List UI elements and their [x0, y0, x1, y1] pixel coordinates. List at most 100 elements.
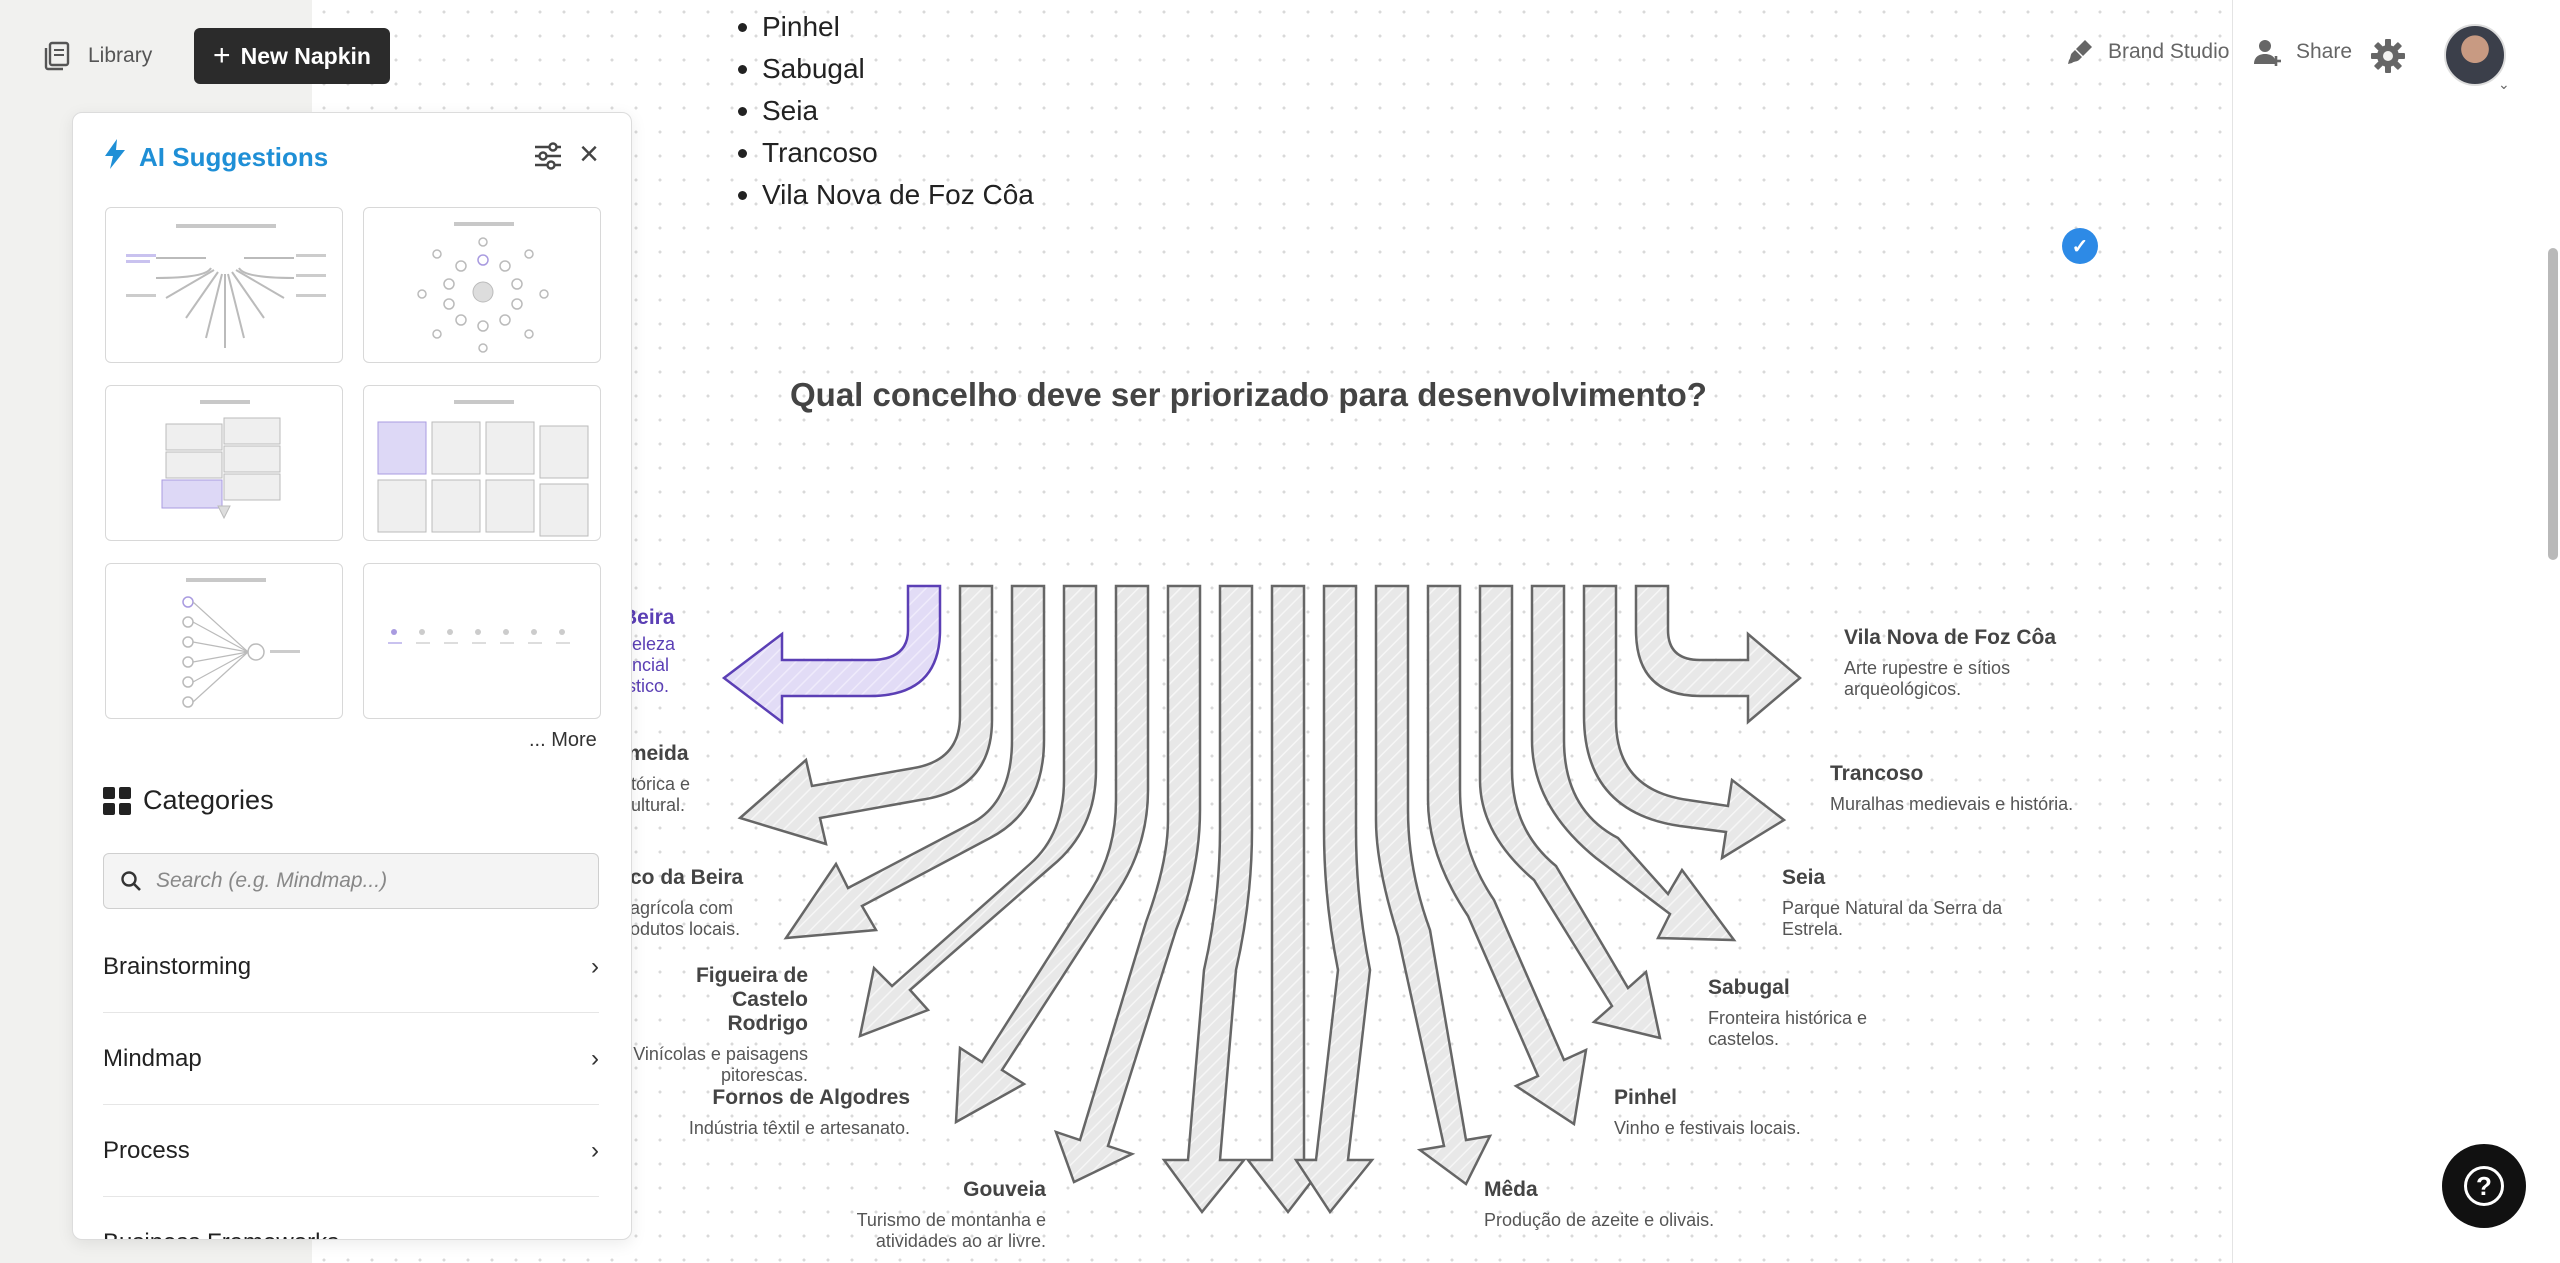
panel-title: AI Suggestions [139, 142, 329, 172]
title-line: Rodrigo [727, 1012, 808, 1035]
label-celorico[interactable]: co da Beira agrícola com odutos locais. [630, 866, 743, 940]
label-desc: Indústria têxtil e artesanato. [688, 1118, 910, 1138]
bullet-list[interactable]: Pinhel Sabugal Seia Trancoso Vila Nova d… [738, 6, 1034, 216]
category-search-field[interactable] [103, 853, 599, 909]
category-label: Mindmap [103, 1044, 202, 1072]
arrow-meda [1374, 584, 1493, 1186]
more-suggestions-link[interactable]: ... More [529, 729, 597, 751]
search-input[interactable] [156, 869, 576, 893]
list-item[interactable]: Vila Nova de Foz Côa [738, 174, 1034, 216]
arrow-celorico [783, 584, 1046, 940]
label-desc: Produção de azeite e olivais. [1484, 1210, 1715, 1230]
label-title: Gouveia [963, 1178, 1046, 1201]
categories-title: Categories [143, 785, 274, 815]
share-label: Share [2296, 40, 2353, 63]
arrow-center-right [1293, 584, 1375, 1215]
checkmark-icon[interactable]: ✓ [2062, 228, 2098, 264]
arrow-center-left [1161, 584, 1254, 1215]
label-fornos[interactable]: Fornos de Algodres Indústria têxtil e ar… [680, 1086, 910, 1139]
label-desc: stórica e cultural. [622, 774, 690, 816]
label-title: Beira [622, 606, 675, 629]
label-desc: Muralhas medievais e história. [1830, 794, 2074, 814]
desc-line: Estrela. [1782, 919, 1844, 939]
label-beira[interactable]: Beira beleza encial ístico. [622, 606, 675, 697]
list-item[interactable]: Seia [738, 90, 1034, 132]
label-desc: Vinho e festivais locais. [1614, 1118, 1801, 1138]
label-title: Sabugal [1708, 976, 1790, 999]
label-vila-nova[interactable]: Vila Nova de Foz Côa Arte rupestre e sít… [1844, 626, 2056, 700]
chevron-down-icon[interactable]: ⌄ [2498, 76, 2510, 92]
library-icon [44, 41, 70, 71]
label-title: Fornos de Algodres [712, 1086, 910, 1109]
label-desc: Vinícolas e paisagens pitorescas. [622, 1044, 808, 1086]
arrow-pinhel [1426, 584, 1588, 1127]
suggestion-thumbnail-timeline[interactable] [363, 563, 601, 719]
label-meda[interactable]: Mêda Produção de azeite e olivais. [1484, 1178, 1714, 1231]
suggestion-thumbnail-stack[interactable] [105, 385, 343, 541]
desc-line: cultural. [622, 795, 686, 815]
label-desc: agrícola com odutos locais. [630, 898, 743, 940]
desc-line: Parque Natural da Serra da [1782, 898, 2003, 918]
label-title: lmeida [622, 742, 689, 765]
new-napkin-label: New Napkin [240, 42, 371, 69]
label-almeida[interactable]: lmeida stórica e cultural. [622, 742, 690, 816]
close-icon[interactable]: × [579, 135, 599, 173]
scrollbar-thumb[interactable] [2548, 248, 2558, 560]
label-title: Figueira de Castelo Rodrigo [622, 964, 808, 1036]
brand-studio-button[interactable]: Brand Studio [2064, 36, 2229, 68]
list-item[interactable]: Pinhel [738, 6, 1034, 48]
lightning-icon [103, 139, 127, 176]
library-button[interactable]: Library [40, 36, 152, 76]
desc-line: agrícola com [630, 898, 734, 918]
diagram-title[interactable]: Qual concelho deve ser priorizado para d… [790, 376, 1707, 413]
list-item[interactable]: Trancoso [738, 132, 1034, 174]
category-label: Brainstorming [103, 952, 252, 980]
paint-brush-icon [2068, 40, 2092, 64]
filter-sliders-icon[interactable] [533, 141, 563, 171]
arrow-gouveia [1053, 584, 1202, 1184]
share-button[interactable]: Share [2252, 36, 2352, 68]
desc-line: odutos locais. [630, 919, 741, 939]
new-napkin-button[interactable]: + New Napkin [194, 28, 390, 84]
search-icon [121, 871, 141, 891]
label-figueira[interactable]: Figueira de Castelo Rodrigo Vinícolas e … [622, 964, 808, 1086]
help-button[interactable]: ? [2442, 1144, 2526, 1228]
list-item[interactable]: Sabugal [738, 48, 1034, 90]
category-label: Process [103, 1136, 190, 1164]
settings-gear-icon[interactable] [2368, 36, 2408, 76]
suggestion-thumbnail-grid-cards[interactable] [363, 385, 601, 541]
desc-line: castelos. [1708, 1029, 1780, 1049]
label-title: Trancoso [1830, 762, 1924, 785]
right-margin-panel [2232, 0, 2560, 1263]
label-sabugal[interactable]: Sabugal Fronteira histórica e castelos. [1708, 976, 1867, 1050]
label-gouveia[interactable]: Gouveia Turismo de montanha e atividades… [830, 1178, 1046, 1252]
label-desc: Fronteira histórica e castelos. [1708, 1008, 1867, 1050]
add-person-icon [2254, 40, 2281, 66]
suggestion-thumbnail-funnel[interactable] [105, 563, 343, 719]
library-label: Library [88, 44, 153, 67]
category-process[interactable]: Process › [103, 1105, 599, 1197]
category-brainstorming[interactable]: Brainstorming › [103, 921, 599, 1013]
desc-line: encial [622, 655, 670, 675]
desc-line: Turismo de montanha e [856, 1210, 1046, 1230]
label-title: Mêda [1484, 1178, 1538, 1201]
desc-line: atividades ao ar livre. [875, 1231, 1046, 1251]
category-mindmap[interactable]: Mindmap › [103, 1013, 599, 1105]
suggestion-thumbnail-radial[interactable] [363, 207, 601, 363]
chevron-right-icon: › [591, 1136, 599, 1164]
label-seia[interactable]: Seia Parque Natural da Serra da Estrela. [1782, 866, 2002, 940]
arrow-beira [721, 584, 942, 725]
arrow-trancoso [1582, 584, 1787, 861]
label-pinhel[interactable]: Pinhel Vinho e festivais locais. [1614, 1086, 1801, 1139]
panel-header: AI Suggestions [103, 139, 328, 176]
suggestion-thumbnail-fan[interactable] [105, 207, 343, 363]
category-business-frameworks[interactable]: Business Frameworks › [103, 1197, 599, 1240]
categories-header: Categories [103, 785, 274, 816]
desc-line: arqueológicos. [1844, 679, 1962, 699]
label-trancoso[interactable]: Trancoso Muralhas medievais e história. [1830, 762, 2073, 815]
desc-line: stórica e [622, 774, 691, 794]
user-avatar[interactable] [2444, 24, 2506, 86]
label-desc: beleza encial ístico. [622, 634, 675, 697]
desc-line: Arte rupestre e sítios [1844, 658, 2011, 678]
